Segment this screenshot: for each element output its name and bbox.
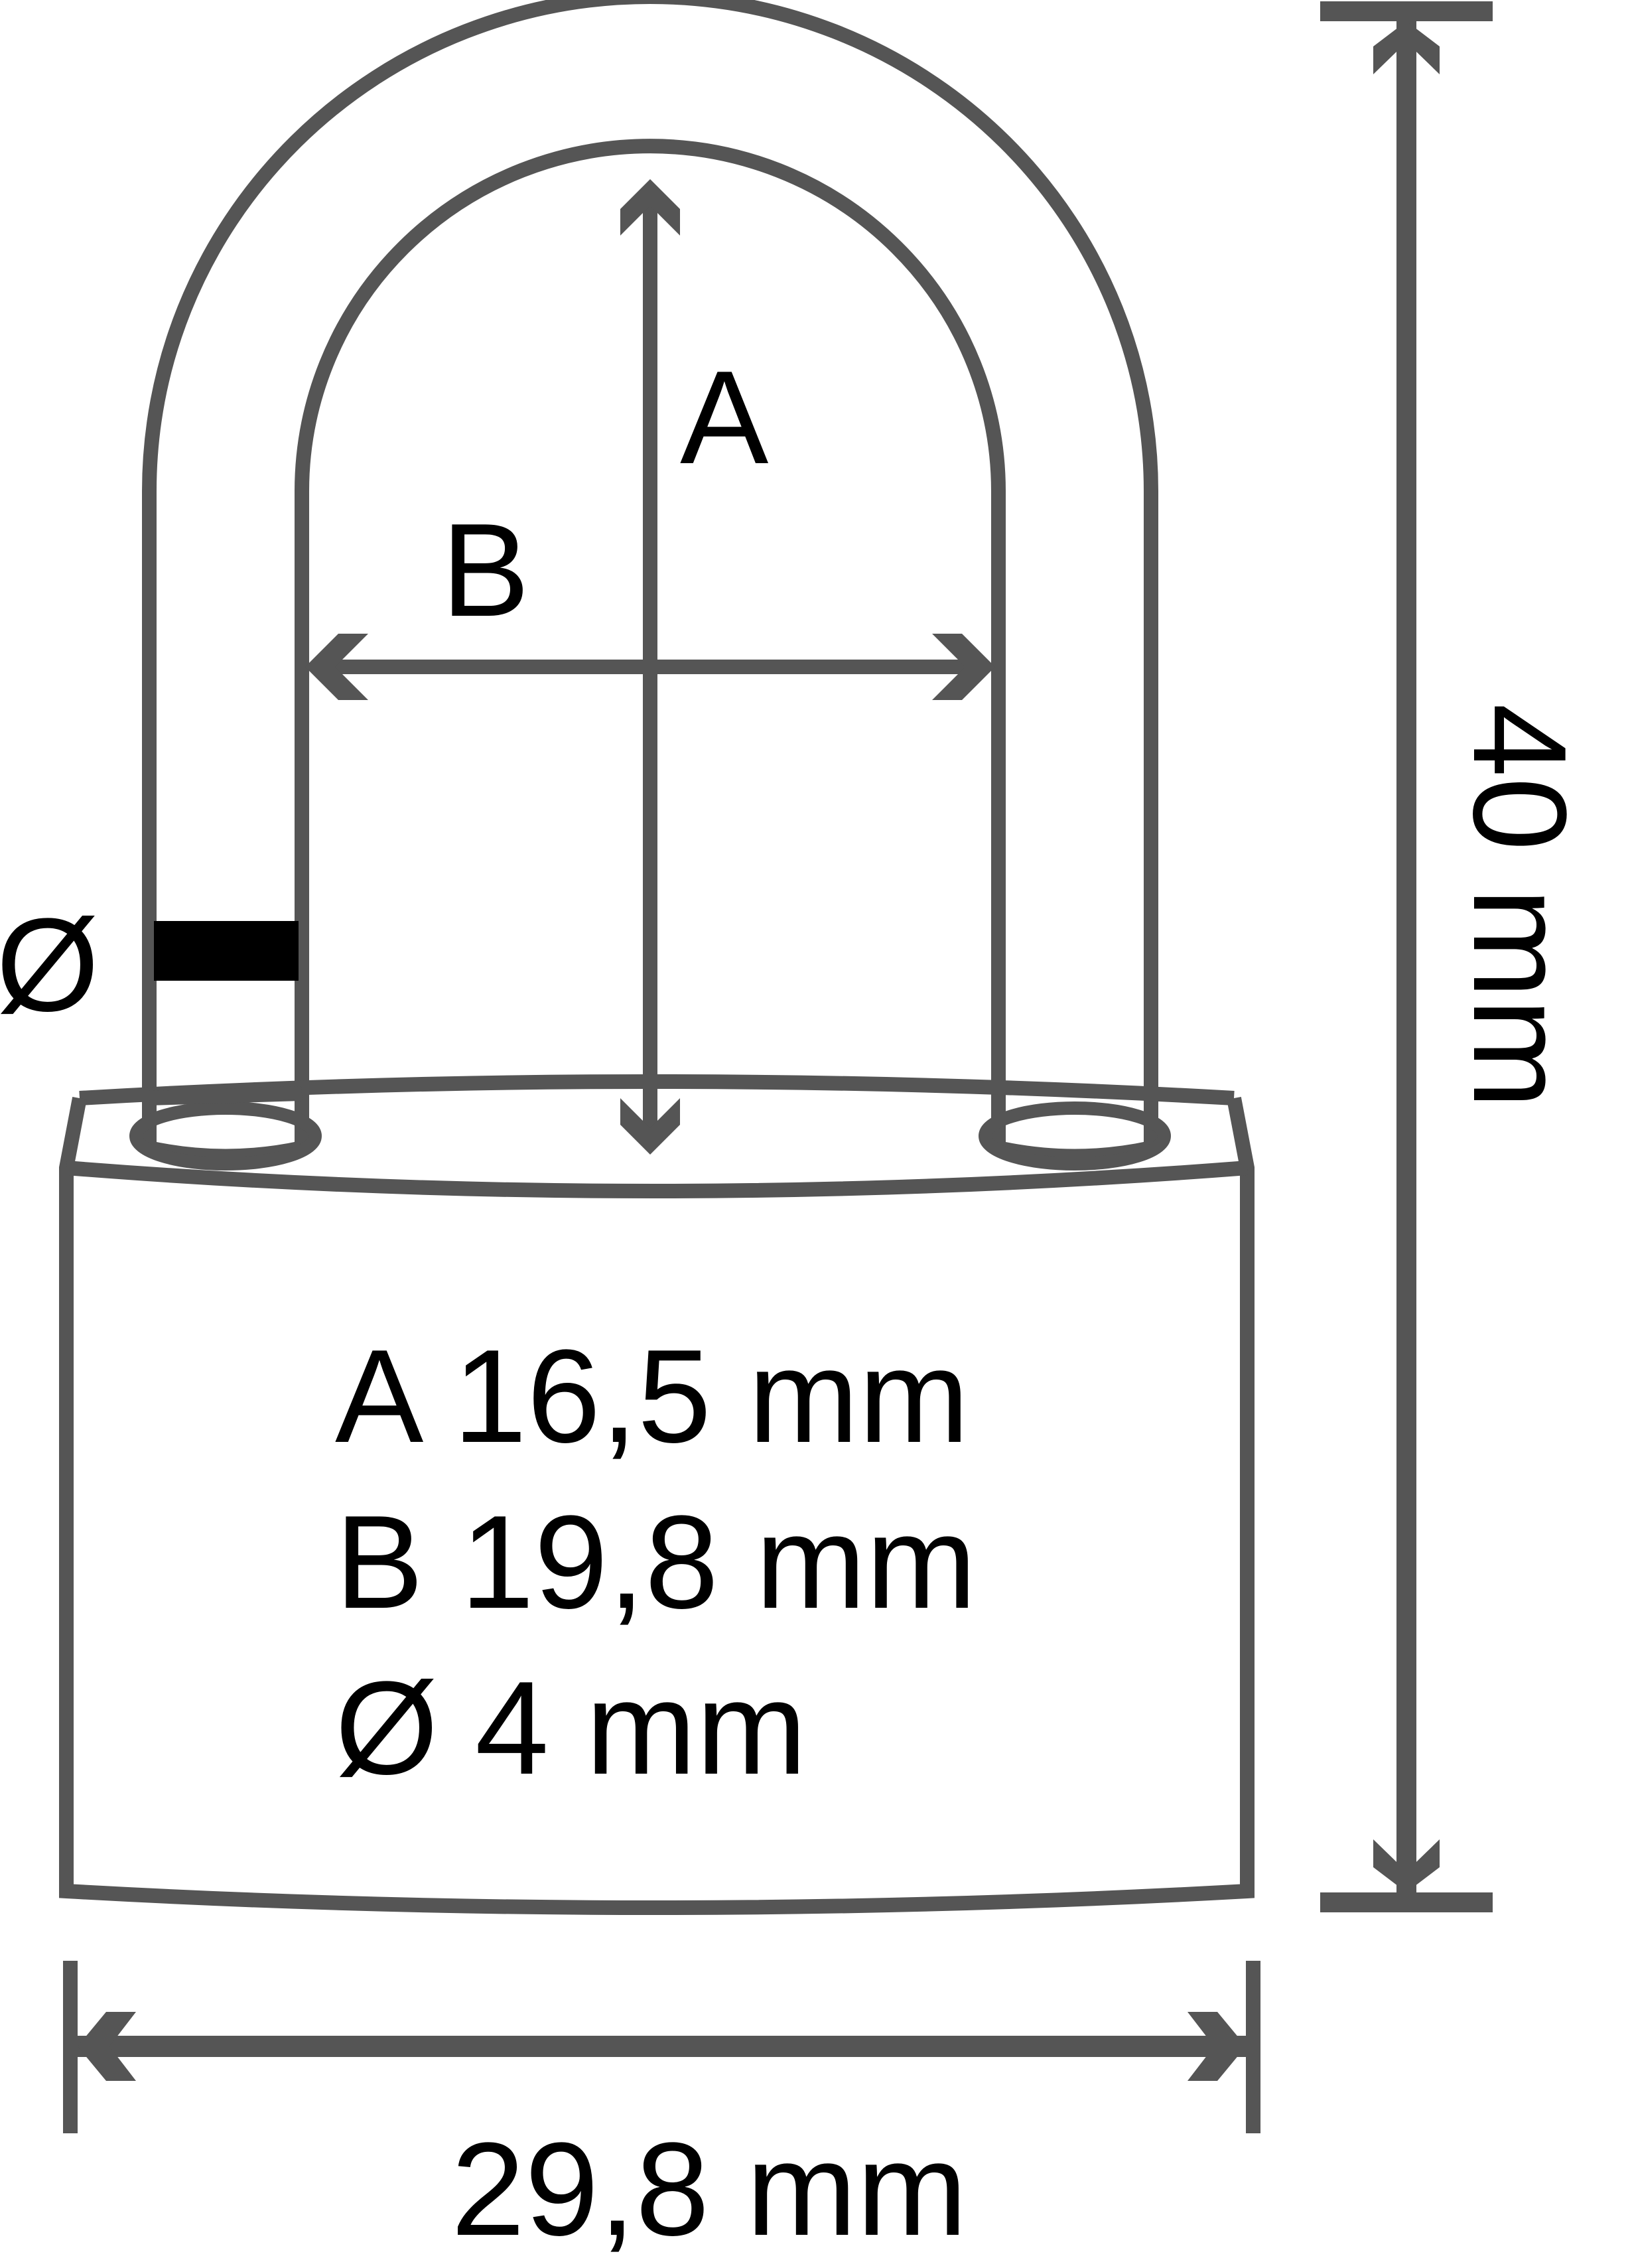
spec-diameter: Ø 4 mm [335, 1654, 807, 1802]
overall-width-label: 29,8 mm [451, 2115, 968, 2263]
label-diameter: Ø [0, 891, 100, 1039]
height-dimension [1320, 1, 1493, 1912]
spec-a: A 16,5 mm [335, 1322, 969, 1470]
label-b: B [441, 496, 530, 644]
spec-list: A 16,5 mm B 19,8 mm Ø 4 mm [335, 1314, 977, 1811]
width-dimension [63, 1961, 1260, 2133]
diameter-marker [154, 921, 299, 981]
dimension-b-arrow [305, 634, 995, 700]
shackle [129, 0, 1171, 1170]
label-a: A [680, 344, 769, 492]
spec-b: B 19,8 mm [335, 1488, 977, 1636]
overall-height-label: 40 mm [1446, 703, 1594, 1109]
